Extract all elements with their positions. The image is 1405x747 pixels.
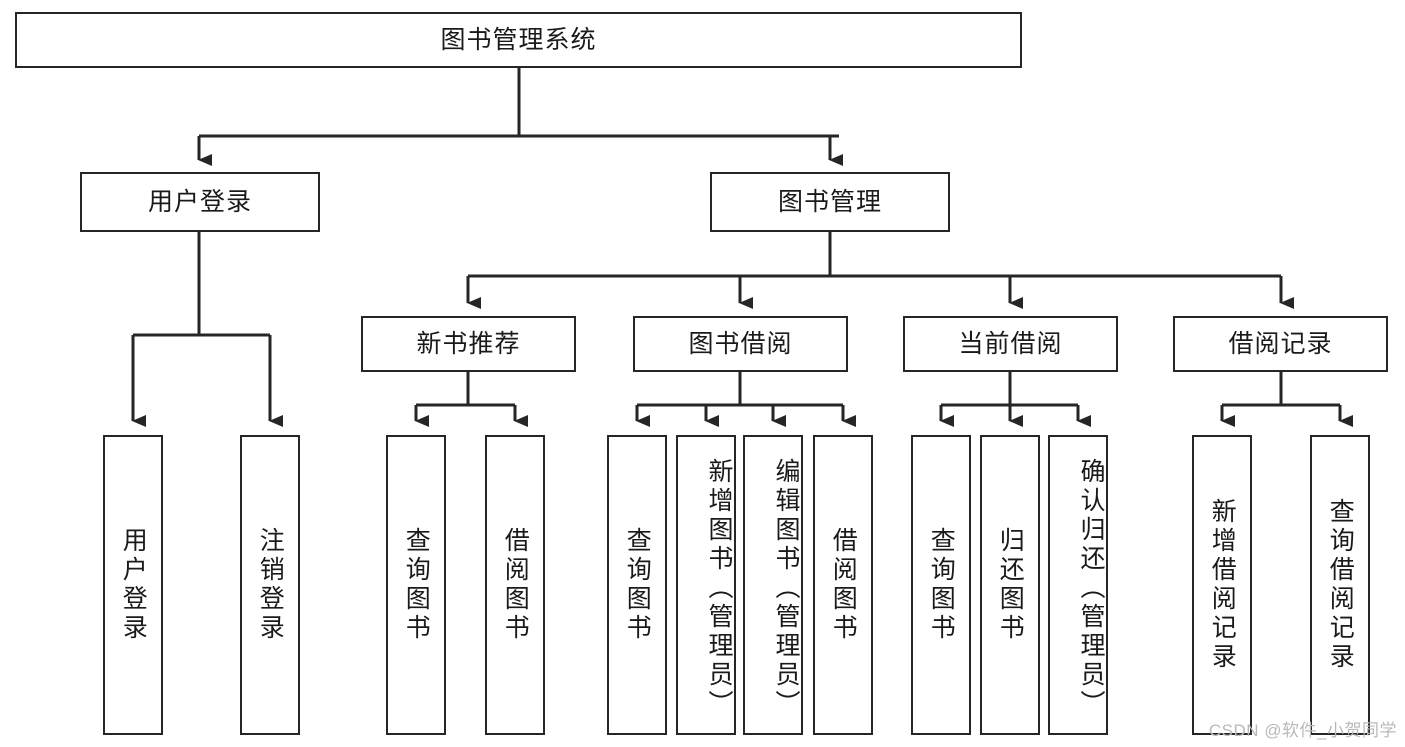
node-label: 当前借阅 bbox=[958, 330, 1063, 358]
node-label: 确认归还（管理员） bbox=[1077, 457, 1105, 719]
node-label: 借阅记录 bbox=[1228, 330, 1333, 358]
leaf-query-book-recommend[interactable]: 查询图书 bbox=[386, 435, 446, 735]
leaf-add-book-admin[interactable]: 新增图书（管理员） bbox=[676, 435, 736, 735]
node-label: 归还图书 bbox=[996, 527, 1025, 643]
node-current-borrow[interactable]: 当前借阅 bbox=[903, 316, 1118, 372]
node-label: 用户登录 bbox=[147, 188, 252, 216]
node-label: 新增图书（管理员） bbox=[705, 457, 733, 719]
node-label: 查询图书 bbox=[402, 527, 431, 643]
node-label: 注销登录 bbox=[256, 527, 285, 643]
node-label: 借阅图书 bbox=[501, 527, 530, 643]
leaf-borrow-book-recommend[interactable]: 借阅图书 bbox=[485, 435, 545, 735]
node-label: 用户登录 bbox=[119, 527, 148, 643]
leaf-borrow-book[interactable]: 借阅图书 bbox=[813, 435, 873, 735]
node-label: 查询借阅记录 bbox=[1326, 498, 1355, 672]
node-root-book-management-system[interactable]: 图书管理系统 bbox=[15, 12, 1022, 68]
node-label: 图书管理系统 bbox=[440, 26, 597, 54]
leaf-logout[interactable]: 注销登录 bbox=[240, 435, 300, 735]
leaf-user-login[interactable]: 用户登录 bbox=[103, 435, 163, 735]
node-new-book-recommend[interactable]: 新书推荐 bbox=[361, 316, 576, 372]
node-book-borrow[interactable]: 图书借阅 bbox=[633, 316, 848, 372]
leaf-confirm-return-admin[interactable]: 确认归还（管理员） bbox=[1048, 435, 1108, 735]
node-label: 图书借阅 bbox=[688, 330, 793, 358]
leaf-query-book-current[interactable]: 查询图书 bbox=[911, 435, 971, 735]
node-borrow-record[interactable]: 借阅记录 bbox=[1173, 316, 1388, 372]
node-label: 新增借阅记录 bbox=[1208, 498, 1237, 672]
node-user-login[interactable]: 用户登录 bbox=[80, 172, 320, 232]
leaf-edit-book-admin[interactable]: 编辑图书（管理员） bbox=[743, 435, 803, 735]
leaf-return-book[interactable]: 归还图书 bbox=[980, 435, 1040, 735]
node-label: 借阅图书 bbox=[829, 527, 858, 643]
leaf-add-borrow-record[interactable]: 新增借阅记录 bbox=[1192, 435, 1252, 735]
node-book-management[interactable]: 图书管理 bbox=[710, 172, 950, 232]
node-label: 查询图书 bbox=[927, 527, 956, 643]
node-label: 图书管理 bbox=[777, 188, 882, 216]
leaf-query-book-borrow[interactable]: 查询图书 bbox=[607, 435, 667, 735]
node-label: 查询图书 bbox=[623, 527, 652, 643]
node-label: 编辑图书（管理员） bbox=[772, 457, 800, 719]
leaf-query-borrow-record[interactable]: 查询借阅记录 bbox=[1310, 435, 1370, 735]
node-label: 新书推荐 bbox=[416, 330, 521, 358]
